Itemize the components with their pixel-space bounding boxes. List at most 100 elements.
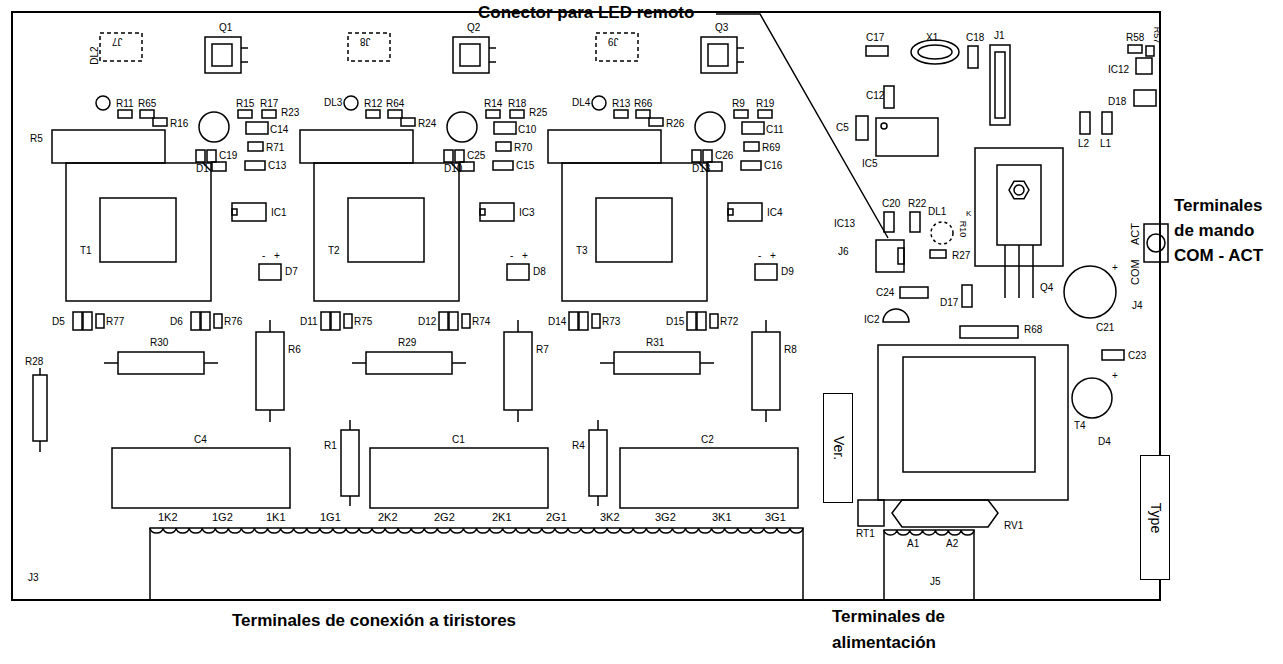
component-label: IC3 bbox=[519, 207, 535, 218]
component-label: RV1 bbox=[1004, 520, 1023, 531]
component-label: IC2 bbox=[864, 314, 880, 325]
header-outline bbox=[100, 33, 142, 61]
component-label: IC1 bbox=[271, 207, 287, 218]
smd-pad bbox=[344, 314, 352, 328]
transistor-pin bbox=[241, 61, 248, 63]
diode-pad bbox=[697, 312, 706, 330]
terminal-block bbox=[884, 530, 974, 600]
smd-pad bbox=[592, 314, 600, 328]
terminal-outline bbox=[1144, 224, 1168, 262]
component-label: R1 bbox=[324, 440, 337, 451]
led-symbol bbox=[96, 96, 110, 110]
transistor-body bbox=[460, 44, 480, 66]
component-label: C21 bbox=[1096, 322, 1114, 333]
component-label: C12 bbox=[866, 90, 884, 101]
component-label: R22 bbox=[908, 198, 926, 209]
smd-pad bbox=[238, 110, 252, 118]
lead-wire bbox=[349, 496, 351, 506]
smd-pad bbox=[153, 118, 167, 126]
diode-pad bbox=[687, 312, 696, 330]
diode-outline bbox=[1072, 378, 1112, 418]
smd-pad bbox=[758, 110, 772, 118]
component-label: C26 bbox=[715, 150, 733, 161]
component-label: R70 bbox=[514, 142, 532, 153]
diode-body bbox=[1134, 90, 1156, 106]
lead-wire bbox=[39, 368, 41, 375]
diode-body bbox=[755, 264, 777, 280]
smd-pad bbox=[930, 250, 946, 258]
terminal-screw bbox=[1147, 234, 1165, 252]
lead-wire bbox=[517, 410, 519, 422]
component-label: D12 bbox=[418, 316, 436, 327]
component-label: R71 bbox=[266, 142, 284, 153]
component-label: 1K2 bbox=[158, 511, 178, 523]
component-label: D5 bbox=[52, 316, 65, 327]
leader-line bbox=[716, 14, 888, 238]
terminal-block-edge bbox=[150, 528, 803, 533]
component-label: J6 bbox=[838, 246, 849, 257]
inductor-pad bbox=[1080, 112, 1090, 134]
component-label: C19 bbox=[219, 150, 237, 161]
transistor-symbol bbox=[199, 112, 229, 142]
smd-pad bbox=[496, 142, 511, 151]
component-label: R17 bbox=[260, 98, 278, 109]
ic-body bbox=[876, 118, 938, 156]
transistor-pin bbox=[737, 47, 744, 49]
smd-pad bbox=[140, 110, 154, 118]
capacitor-pad bbox=[1102, 350, 1124, 360]
component-label: T2 bbox=[328, 245, 340, 256]
smd-pad bbox=[96, 314, 104, 328]
smd-pad bbox=[118, 110, 132, 118]
component-label: R64 bbox=[386, 98, 404, 109]
component-label: 3K1 bbox=[712, 511, 732, 523]
component-label: R8 bbox=[784, 344, 797, 355]
ic-notch bbox=[728, 209, 733, 215]
component-label: C23 bbox=[1128, 350, 1146, 361]
smd-pad bbox=[614, 110, 628, 118]
component-label: R14 bbox=[484, 98, 502, 109]
lead-wire bbox=[700, 362, 714, 364]
lead-wire bbox=[352, 362, 366, 364]
component-label: + bbox=[274, 250, 280, 261]
lead-wire bbox=[269, 320, 271, 332]
component-label: C1 bbox=[452, 434, 465, 445]
component-label: ACT bbox=[1129, 223, 1141, 245]
component-label: R73 bbox=[602, 316, 620, 327]
capacitor-outline bbox=[1064, 266, 1116, 318]
transistor-outline bbox=[701, 37, 737, 73]
component-label: R69 bbox=[762, 142, 780, 153]
component-label: C4 bbox=[194, 434, 207, 445]
smd-pad bbox=[710, 314, 718, 328]
component-label: - bbox=[758, 250, 761, 261]
diode-pad bbox=[321, 312, 330, 330]
ic-notch bbox=[232, 209, 237, 215]
component-label: D18 bbox=[1108, 96, 1126, 107]
thermistor-outline bbox=[858, 500, 884, 526]
component-label: R58 bbox=[1126, 32, 1144, 43]
resistor-block bbox=[548, 130, 661, 163]
transistor-body bbox=[708, 44, 728, 66]
callout-text: Terminales de mando COM - ACT bbox=[1174, 193, 1278, 268]
board-outline bbox=[12, 12, 1160, 600]
lead-wire bbox=[452, 362, 466, 364]
transistor-outline bbox=[453, 37, 489, 73]
component-label: D17 bbox=[940, 297, 958, 308]
inductor-pad bbox=[1102, 112, 1112, 134]
transformer-core bbox=[903, 357, 1035, 472]
capacitor-pad bbox=[856, 116, 868, 140]
transformer-core bbox=[100, 198, 176, 262]
diode-pad bbox=[579, 312, 588, 330]
component-label: R13 bbox=[612, 98, 630, 109]
lead-wire bbox=[104, 362, 118, 364]
smd-pad bbox=[207, 150, 216, 162]
component-label: R12 bbox=[364, 98, 382, 109]
component-label: R65 bbox=[138, 98, 156, 109]
regulator-lead bbox=[1032, 245, 1034, 298]
component-label: RT1 bbox=[856, 528, 875, 539]
component-label: C5 bbox=[836, 122, 849, 133]
component-label: R30 bbox=[150, 337, 168, 348]
component-label: 2G2 bbox=[434, 511, 455, 523]
diode-body bbox=[259, 264, 281, 280]
component-label: DL1 bbox=[928, 206, 946, 217]
capacitor-pad bbox=[968, 46, 978, 68]
